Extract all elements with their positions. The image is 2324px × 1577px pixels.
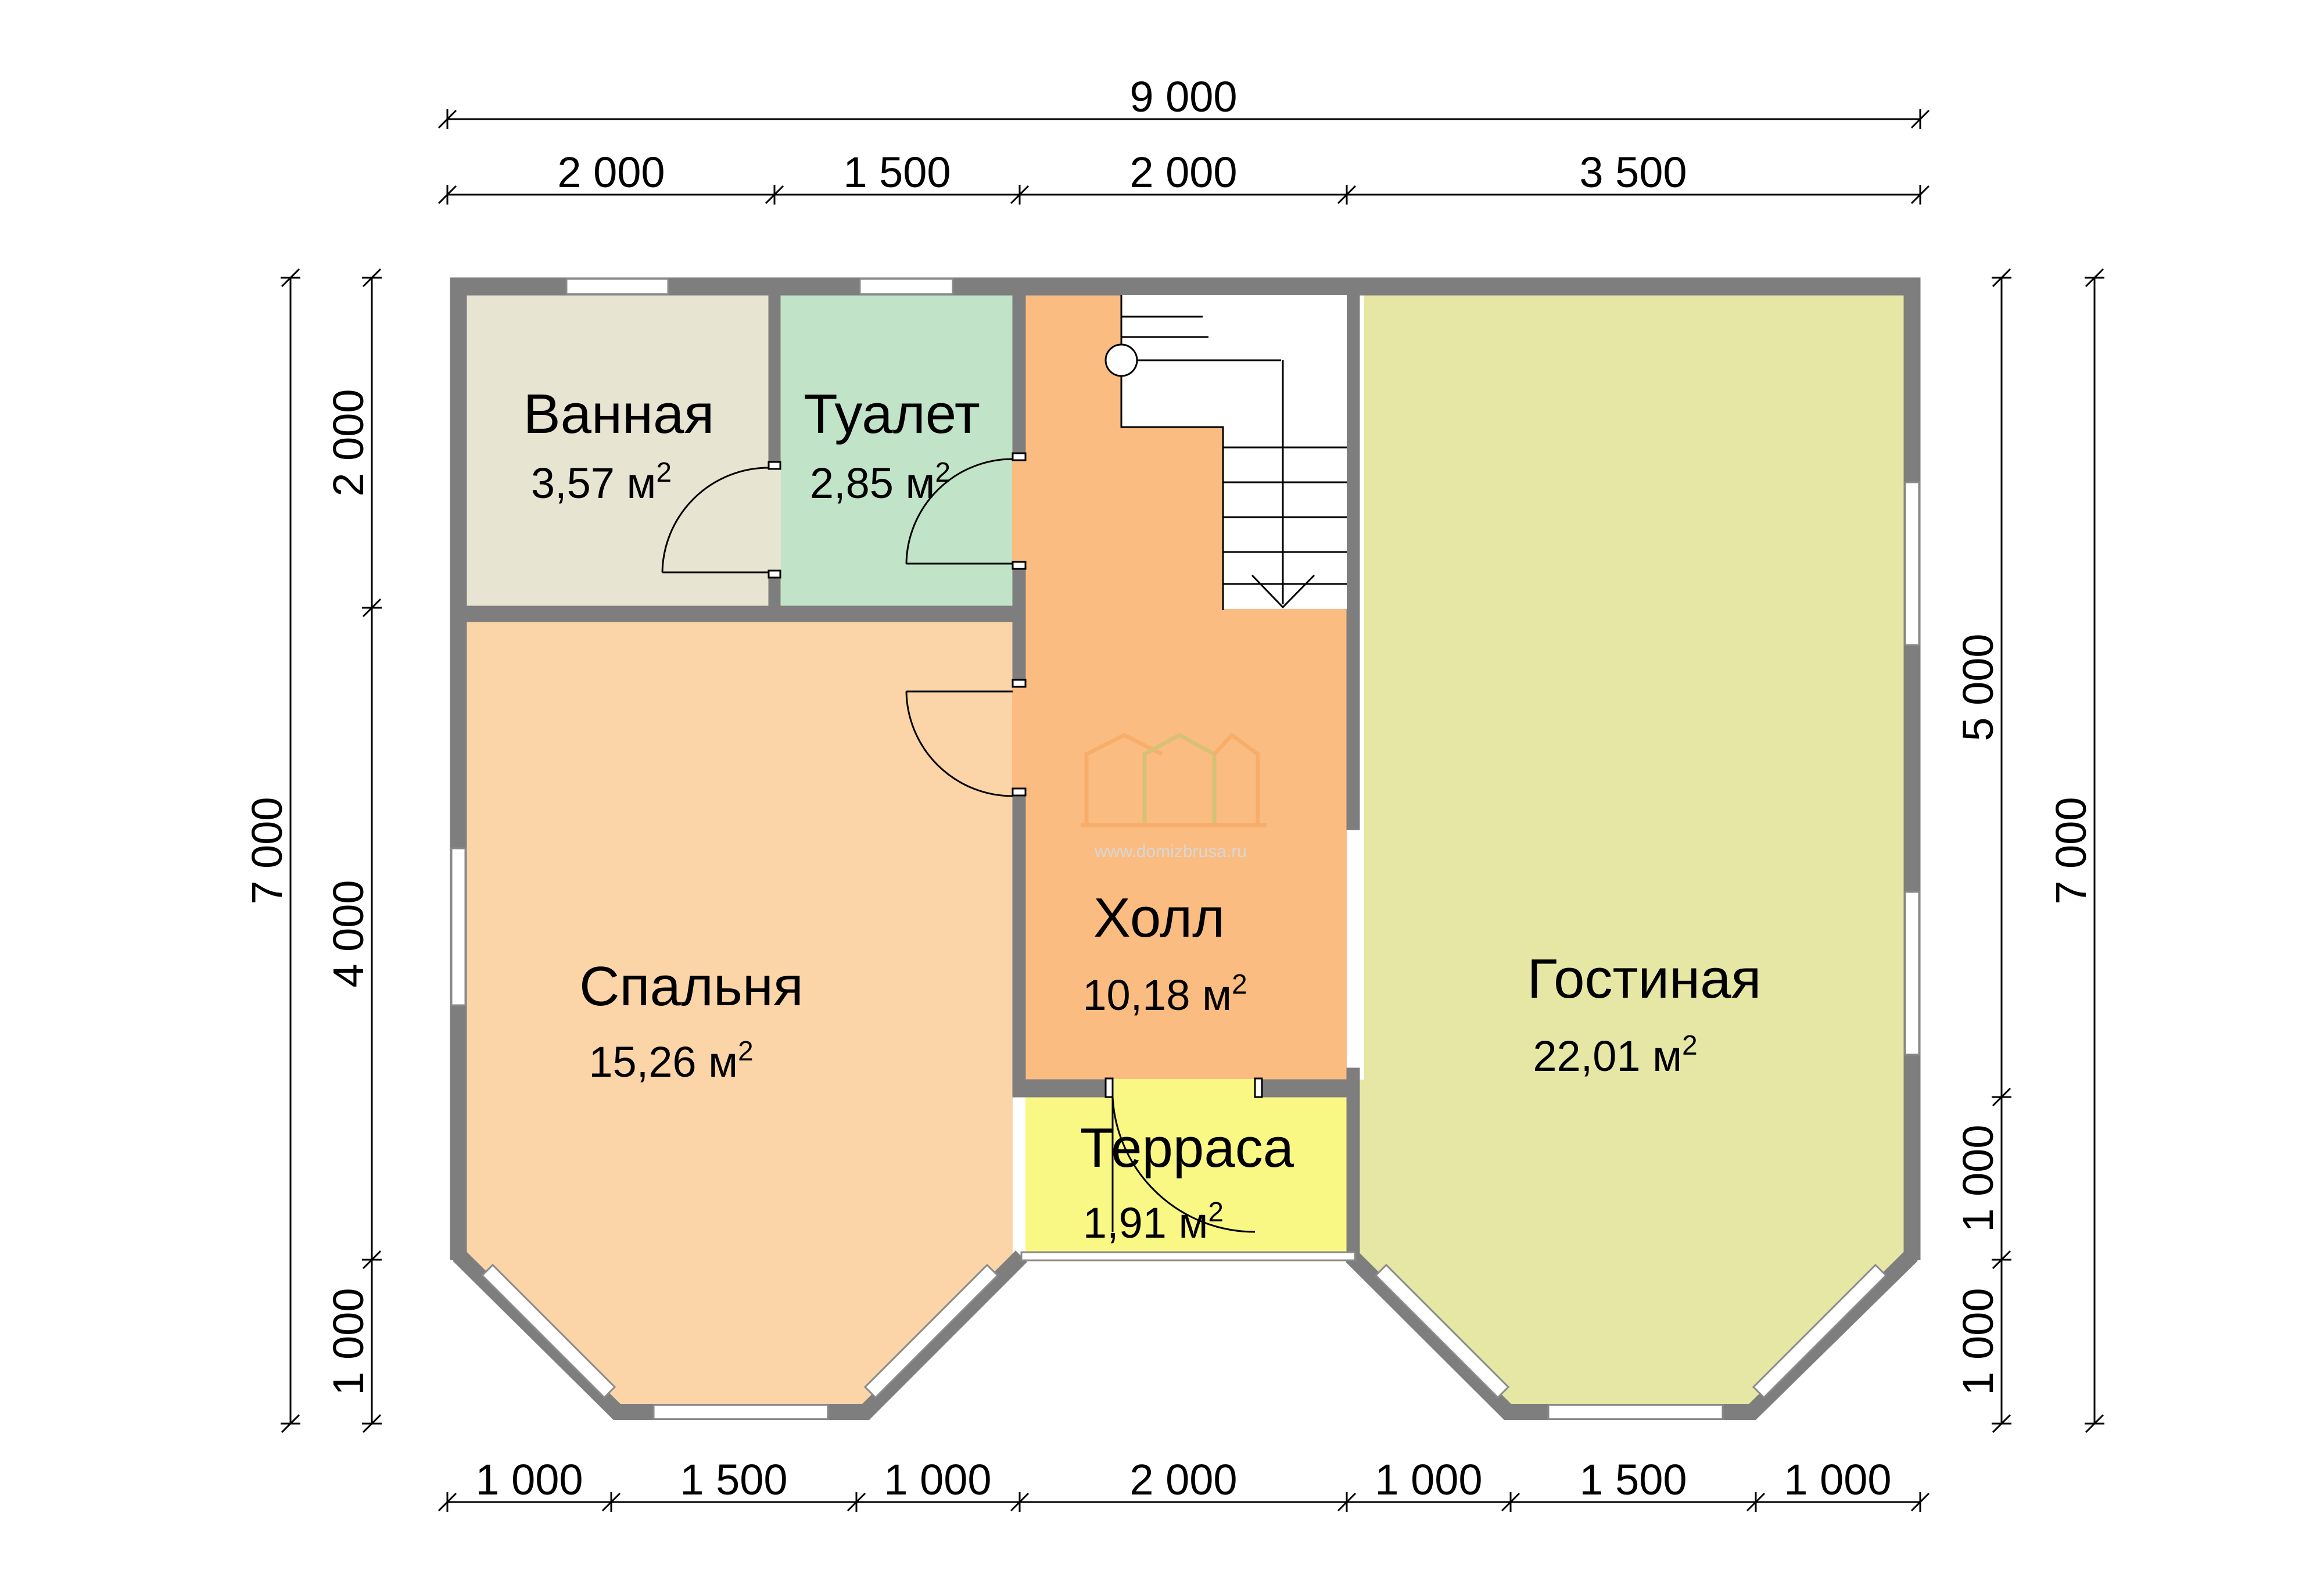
- dim-left-total: 7 000: [243, 797, 291, 904]
- dim-bottom-2: 1 500: [680, 1456, 787, 1504]
- doors: [661, 452, 1263, 1233]
- room-labels: Ванная 3,57 м2 Туалет 2,85 м2 Холл 10,18…: [523, 383, 1762, 1247]
- wall-hall-right: [1346, 295, 1360, 830]
- room-name-hall: Холл: [1093, 887, 1225, 949]
- room-area-toilet: 2,85 м2: [810, 457, 951, 507]
- room-name-bedroom: Спальня: [579, 955, 804, 1017]
- door-swing-terrace: [1111, 1096, 1256, 1233]
- window-living-bay: [1547, 1404, 1724, 1420]
- dim-top-1: 2 000: [557, 148, 665, 196]
- room-area-bath: 3,57 м2: [531, 457, 672, 507]
- dim-bottom-6: 1 500: [1579, 1456, 1687, 1504]
- room-fills: [467, 295, 1904, 1412]
- window-bedroom-bay-left: [480, 1263, 616, 1399]
- door-gap-bedroom: [1012, 686, 1026, 790]
- dim-bottom-5: 1 000: [1375, 1456, 1482, 1504]
- dim-top-3: 2 000: [1129, 148, 1237, 196]
- dim-left-3: 1 000: [324, 1288, 372, 1395]
- room-name-bath: Ванная: [523, 383, 715, 445]
- wall-terrace-edge: [1020, 1251, 1356, 1261]
- window-living-side-1: [1904, 481, 1920, 646]
- bedroom-fill: [467, 622, 1013, 1412]
- window-toilet: [859, 278, 954, 295]
- door-swing-bath: [661, 467, 769, 574]
- dim-right-1: 5 000: [1954, 633, 2002, 741]
- living-fill: [1360, 295, 1904, 1412]
- dim-right-2: 1 000: [1954, 1124, 2002, 1232]
- toilet-fill: [780, 295, 1013, 606]
- dim-bottom-4: 2 000: [1129, 1456, 1237, 1504]
- dim-top-2: 1 500: [843, 148, 951, 196]
- window-bath: [565, 278, 669, 295]
- window-living-side-2: [1904, 891, 1920, 1056]
- room-area-terrace: 1,91 м2: [1083, 1197, 1224, 1247]
- dim-left-1: 2 000: [324, 389, 372, 496]
- door-swing-toilet: [905, 458, 1013, 565]
- door-gap-terrace: [1111, 1079, 1257, 1098]
- dim-left-2: 4 000: [324, 880, 372, 987]
- window-living-bay-left: [1374, 1263, 1510, 1399]
- dimension-lines: [281, 109, 2104, 1512]
- door-gap-bath: [768, 468, 781, 572]
- wall-right: [1903, 277, 1921, 1260]
- dim-right-3: 1 000: [1954, 1288, 2002, 1395]
- door-gap-toilet: [1012, 459, 1026, 564]
- wall-left: [450, 277, 467, 1260]
- room-name-terrace: Терраса: [1080, 1117, 1294, 1179]
- windows: [450, 278, 1920, 1420]
- window-bedroom-bay: [652, 1404, 829, 1420]
- door-swing-bedroom: [905, 690, 1013, 797]
- dim-bottom-3: 1 000: [884, 1456, 991, 1504]
- wall-top: [450, 277, 1921, 296]
- dim-top-4: 3 500: [1579, 148, 1687, 196]
- window-bedroom-bay-right: [863, 1263, 999, 1399]
- stair-icon: [1104, 295, 1347, 610]
- bath-fill: [467, 295, 769, 606]
- room-name-toilet: Туалет: [804, 383, 980, 445]
- wall-baths-bottom: [466, 605, 1026, 622]
- dim-bottom-7: 1 000: [1784, 1456, 1891, 1504]
- window-bedroom-side: [450, 847, 467, 1006]
- room-name-living: Гостиная: [1527, 948, 1762, 1010]
- room-area-living: 22,01 м2: [1533, 1030, 1697, 1080]
- window-living-bay-right: [1752, 1263, 1888, 1399]
- dim-right-total: 7 000: [2047, 797, 2095, 904]
- dim-top-total: 9 000: [1129, 73, 1237, 121]
- room-area-hall: 10,18 м2: [1082, 969, 1247, 1019]
- watermark-url: www.domizbrusa.ru: [1094, 842, 1247, 861]
- room-area-bedroom: 15,26 м2: [589, 1036, 753, 1086]
- house-logo-icon: [1081, 732, 1267, 827]
- dimension-labels: 9 000 2 000 1 500 2 000 3 500 1 000 1 50…: [243, 73, 2095, 1504]
- dim-bottom-1: 1 000: [475, 1456, 583, 1504]
- terrace-fill: [1025, 1097, 1347, 1260]
